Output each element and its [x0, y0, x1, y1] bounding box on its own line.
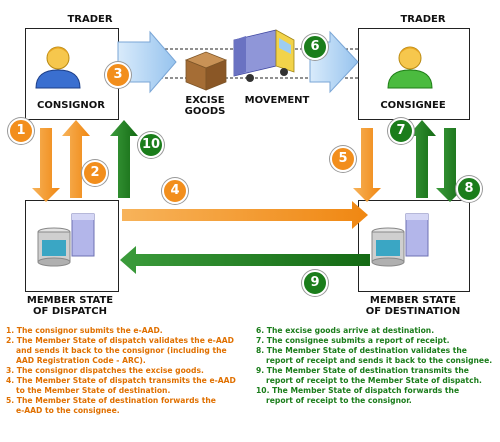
legend-right-line: report of receipt to the Member State of…: [266, 376, 482, 385]
step-8-badge: 8: [456, 176, 482, 202]
ms-destination-label-1: MEMBER STATE: [369, 295, 457, 306]
destination-server-icon: [371, 213, 429, 267]
movement-label: MOVEMENT: [244, 95, 310, 106]
consignee-person-icon: [387, 46, 433, 89]
legend-left-line: to the Member State of destination.: [16, 386, 171, 395]
legend-left-line: AAD Registration Code - ARC).: [16, 356, 146, 365]
legend-right-line: 8. The Member State of destination valid…: [256, 346, 467, 355]
dispatch-server-icon: [37, 213, 95, 267]
arrow-step-7: [408, 120, 436, 198]
ms-destination-label-2: OF DESTINATION: [365, 306, 461, 317]
trader-left-label: TRADER: [67, 14, 113, 25]
legend-left-line: e-AAD to the consignee.: [16, 406, 120, 415]
step-4-badge: 4: [162, 178, 188, 204]
legend-left-line: and sends it back to the consignor (incl…: [16, 346, 227, 355]
arrow-step-8: [436, 128, 464, 202]
legend-right-line: report of receipt to the consignor.: [266, 396, 412, 405]
legend-left-line: 4. The Member State of dispatch transmit…: [6, 376, 236, 385]
legend-left: 1. The consignor submits the e-AAD. 2. T…: [6, 326, 246, 416]
step-5-badge: 5: [330, 146, 356, 172]
ms-dispatch-label-1: MEMBER STATE: [26, 295, 114, 306]
step-1-badge: 1: [8, 118, 34, 144]
trader-right-label: TRADER: [400, 14, 446, 25]
legend-right-line: 9. The Member State of destination trans…: [256, 366, 469, 375]
ms-dispatch-label-2: OF DISPATCH: [33, 306, 107, 317]
consignor-label: CONSIGNOR: [37, 100, 105, 111]
arrow-step-4: [122, 201, 368, 229]
legend-right-line: 7. The consignee submits a report of rec…: [256, 336, 450, 345]
arrow-step-1: [32, 128, 60, 202]
consignee-label: CONSIGNEE: [380, 100, 446, 111]
arrow-step-5: [353, 128, 381, 202]
legend-right: 6. The excise goods arrive at destinatio…: [256, 326, 496, 406]
step-6-badge: 6: [302, 34, 328, 60]
movement-truck-icon: [233, 29, 295, 82]
step-7-badge: 7: [388, 118, 414, 144]
step-9-badge: 9: [302, 270, 328, 296]
arrow-step-10: [110, 120, 138, 198]
step-10-badge: 10: [138, 132, 164, 158]
excise-goods-label-1: EXCISE: [185, 95, 225, 106]
legend-left-line: 5. The Member State of destination forwa…: [6, 396, 216, 405]
legend-right-line: 6. The excise goods arrive at destinatio…: [256, 326, 435, 335]
excise-goods-box-icon: [184, 51, 228, 91]
step-3-badge: 3: [105, 62, 131, 88]
legend-left-line: 1. The consignor submits the e-AAD.: [6, 326, 163, 335]
excise-goods-label-2: GOODS: [184, 106, 226, 117]
arrow-step-9: [120, 246, 370, 274]
legend-right-line: report of receipt and sends it back to t…: [266, 356, 493, 365]
step-2-badge: 2: [82, 160, 108, 186]
arrow-step-2: [62, 120, 90, 198]
legend-right-line: 10. The Member State of dispatch forward…: [256, 386, 460, 395]
legend-left-line: 2. The Member State of dispatch validate…: [6, 336, 234, 345]
legend-left-line: 3. The consignor dispatches the excise g…: [6, 366, 204, 375]
consignor-person-icon: [35, 46, 81, 89]
